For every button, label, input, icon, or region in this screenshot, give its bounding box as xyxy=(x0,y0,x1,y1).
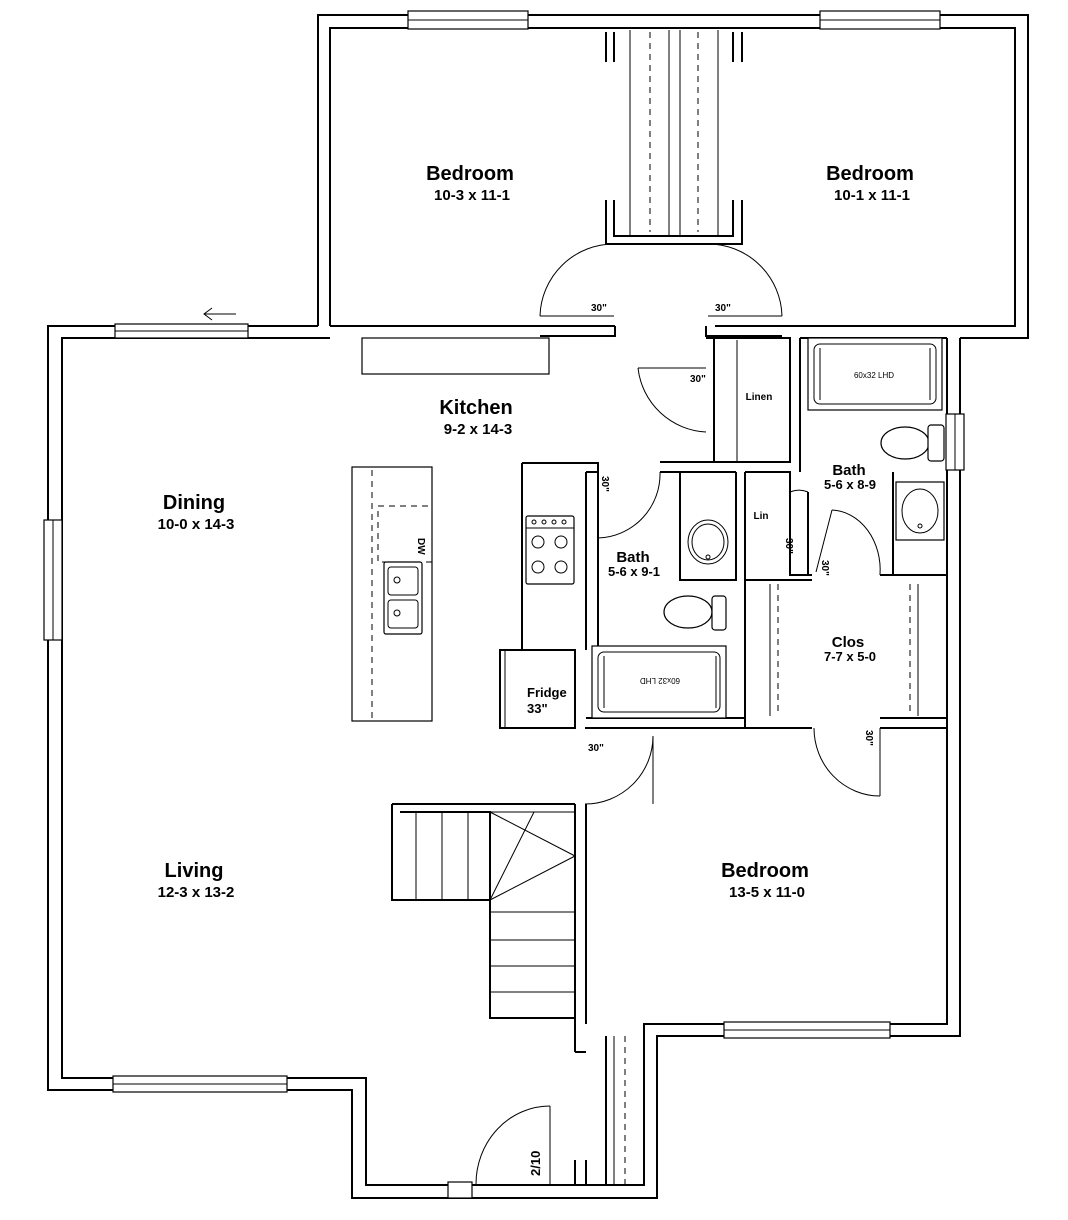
room-dimensions: 10-3 x 11-1 xyxy=(434,187,510,204)
room-name: Bath xyxy=(616,549,649,566)
room-name: Bedroom xyxy=(426,163,514,185)
door-bedroom-se[interactable]: 30" xyxy=(813,727,881,797)
window-living xyxy=(112,1075,288,1093)
window-bath-east xyxy=(945,413,965,471)
window-bedroom-ne xyxy=(819,10,941,30)
room-dimensions: 10-0 x 14-3 xyxy=(158,516,235,533)
arrow-left-icon xyxy=(203,307,236,321)
door-size-label: 30" xyxy=(588,743,604,754)
room-dimensions: 13-5 x 11-0 xyxy=(729,884,805,901)
room-living: Living 12-3 x 13-2 xyxy=(158,860,235,901)
door-size-label: 30" xyxy=(863,730,874,746)
entry-door-label: 2/10 xyxy=(528,1151,543,1176)
door-size-label: 30" xyxy=(715,303,731,314)
door-bath-east[interactable]: 30" xyxy=(815,509,881,576)
door-bedroom-nw[interactable]: 30" xyxy=(539,243,615,317)
room-dimensions: 9-2 x 14-3 xyxy=(444,421,512,438)
door-hall[interactable]: 30" xyxy=(637,367,706,433)
interior-walls xyxy=(521,337,947,1185)
room-bedroom-ne: Bedroom 10-1 x 11-1 xyxy=(826,163,914,204)
room-bath-east: Bath 5-6 x 8-9 xyxy=(824,462,876,492)
room-closet: Clos 7-7 x 5-0 xyxy=(824,634,876,664)
windows xyxy=(43,10,965,1199)
closet-shelves xyxy=(769,584,919,716)
room-dimensions: 7-7 x 5-0 xyxy=(824,649,876,664)
fridge-size-label: 33" xyxy=(527,701,548,716)
room-dimensions: 5-6 x 8-9 xyxy=(824,477,876,492)
room-dimensions: 5-6 x 9-1 xyxy=(608,564,660,579)
room-bath-center: Bath 5-6 x 9-1 xyxy=(608,549,660,579)
room-name: Dining xyxy=(163,492,225,514)
sink-icon xyxy=(383,561,423,635)
window-kitchen xyxy=(114,323,249,339)
kitchen-island: DW xyxy=(351,466,433,722)
room-name: Clos xyxy=(832,634,865,651)
dishwasher-label: DW xyxy=(415,538,426,555)
door-size-label: 30" xyxy=(591,303,607,314)
room-name: Bath xyxy=(832,462,865,479)
door-living[interactable]: 30" xyxy=(584,735,654,805)
window-dining xyxy=(43,519,63,641)
door-bedroom-ne[interactable]: 30" xyxy=(707,243,783,317)
window-bedroom-nw xyxy=(407,10,529,30)
room-dimensions: 12-3 x 13-2 xyxy=(158,884,235,901)
door-bath-center[interactable]: 30" xyxy=(597,471,661,539)
door-size-label: 30" xyxy=(690,374,706,385)
room-name: Kitchen xyxy=(439,397,512,419)
stove-icon xyxy=(525,515,575,585)
window-bedroom-se xyxy=(723,1021,891,1039)
bath-center-tub-icon: 60x32 LHD xyxy=(591,645,727,719)
bath-east-toilet-icon xyxy=(880,424,945,462)
bath-center-sink-icon xyxy=(687,519,729,565)
door-lin[interactable]: 30" xyxy=(783,489,809,575)
window-entry xyxy=(447,1181,473,1199)
fridge-label: Fridge xyxy=(527,685,567,700)
bedroom-closets xyxy=(605,30,743,245)
fridge: Fridge 33" xyxy=(499,649,576,729)
tub-label: 60x32 LHD xyxy=(640,676,680,685)
door-size-label: 30" xyxy=(599,476,610,492)
room-dimensions: 10-1 x 11-1 xyxy=(834,187,910,204)
room-dining: Dining 10-0 x 14-3 xyxy=(158,492,235,533)
room-kitchen: Kitchen 9-2 x 14-3 xyxy=(439,397,512,438)
room-name: Bedroom xyxy=(721,860,809,882)
bath-east-tub-icon: 60x32 LHD xyxy=(807,337,943,411)
room-bedroom-se: Bedroom 13-5 x 11-0 xyxy=(721,860,809,901)
door-size-label: 30" xyxy=(819,560,830,576)
door-size-label: 30" xyxy=(783,538,794,554)
door-entry[interactable]: 2/10 xyxy=(475,1105,551,1185)
room-bedroom-nw: Bedroom 10-3 x 11-1 xyxy=(426,163,514,204)
room-name: Living xyxy=(165,860,224,882)
bath-east-sink-icon xyxy=(895,481,945,541)
lin-closet-label: Lin xyxy=(754,511,769,522)
room-name: Bedroom xyxy=(826,163,914,185)
bath-center-toilet-icon xyxy=(663,595,727,631)
staircase xyxy=(391,803,576,1019)
kitchen-upper-cabinet xyxy=(361,337,550,375)
linen-closet-label: Linen xyxy=(746,392,773,403)
tub-label: 60x32 LHD xyxy=(854,371,894,380)
